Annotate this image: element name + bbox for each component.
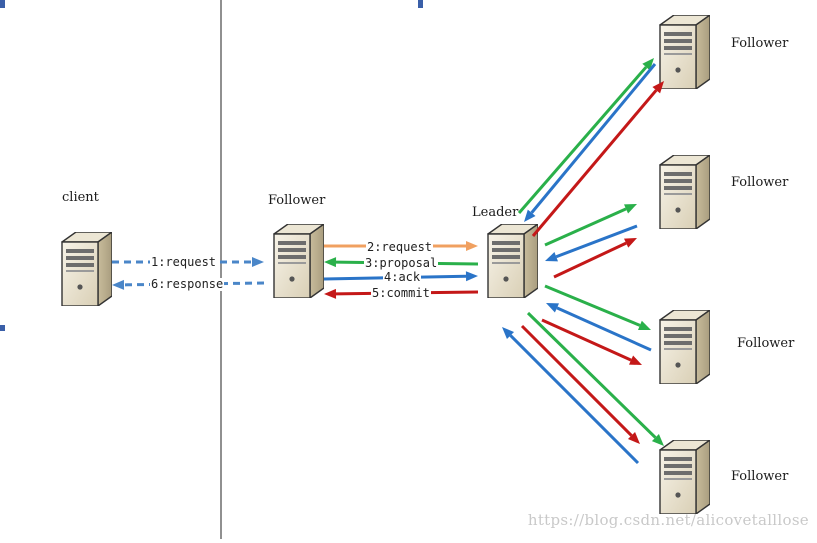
arrow-ack-follower-3-line (556, 306, 652, 352)
arrow-proposal-follower-3-head (638, 320, 651, 331)
request-client-label: 1:request (150, 255, 218, 269)
arrow-request-client-head (252, 257, 264, 267)
follower-4-label: Follower (731, 469, 789, 484)
arrow-proposal-follower-3-line (544, 284, 641, 327)
follower-1-label: Follower (731, 36, 789, 51)
watermark-url: https://blog.csdn.net/alicovetalllose (527, 511, 809, 529)
top-edge-marker (418, 0, 423, 8)
request-leader-label: 2:request (366, 240, 434, 254)
arrow-proposal-follower-1-head (642, 58, 654, 71)
arrow-proposal-follower-4-head (651, 434, 664, 446)
arrow-proposal-follower-2-head (624, 204, 637, 214)
follower-1-server-icon (659, 15, 710, 89)
arrow-commit-follower-4-line (520, 324, 633, 437)
arrow-commit-follower-1-line (531, 89, 658, 237)
follower-2-server-icon (659, 155, 710, 229)
arrow-commit-follower-2-line (553, 241, 627, 279)
arrow-commit-head (324, 288, 337, 299)
follower-3-server-icon (659, 310, 710, 384)
leader-server-icon (487, 224, 538, 298)
arrow-ack-follower-1-line (530, 63, 657, 214)
follower-2-label: Follower (731, 175, 789, 190)
leader-label: Leader (472, 205, 519, 220)
message-arrows (112, 58, 664, 465)
arrow-commit-follower-4-head (627, 431, 640, 444)
arrow-commit-follower-1-head (652, 81, 664, 94)
commit-label: 5:commit (371, 286, 431, 300)
arrow-commit-follower-2-head (624, 238, 637, 248)
arrow-ack-head (465, 271, 478, 282)
response-label: 6:response (150, 277, 225, 291)
follower-3-label: Follower (737, 336, 795, 351)
arrow-commit-follower-3-head (629, 355, 642, 365)
arrow-request-leader-head (466, 241, 478, 251)
arrow-ack-follower-4-head (502, 327, 515, 340)
proposal-label: 3:proposal (364, 256, 439, 270)
left-edge-marker-top (0, 0, 5, 8)
client-label: client (62, 190, 99, 205)
arrow-proposal-follower-4-line (526, 311, 657, 439)
arrow-commit-follower-3-line (541, 318, 632, 362)
client-server-icon (61, 232, 112, 306)
left-edge-marker-mid (0, 325, 5, 331)
arrow-response-head (112, 279, 125, 290)
follower-main-label: Follower (268, 193, 326, 208)
follower-main-server-icon (273, 224, 324, 298)
follower-4-server-icon (659, 440, 710, 514)
arrow-proposal-head (324, 257, 337, 268)
arrow-ack-follower-3-head (546, 303, 559, 313)
arrow-ack-follower-2-line (555, 224, 638, 259)
arrow-ack-follower-4-line (509, 334, 640, 465)
ack-label: 4:ack (383, 270, 422, 284)
arrow-proposal-follower-1-line (517, 66, 648, 214)
arrow-ack-follower-1-head (524, 209, 536, 222)
arrow-proposal-follower-2-line (544, 207, 627, 247)
arrow-ack-follower-2-head (545, 252, 558, 262)
